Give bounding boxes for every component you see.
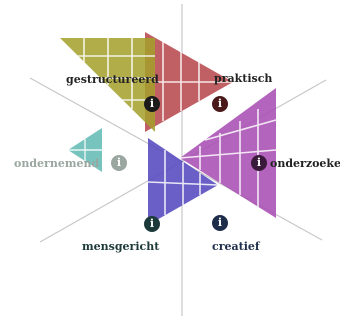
label-onderzoeken: onderzoeken [270, 157, 340, 170]
segment-gestructureerd [60, 38, 155, 132]
info-icon-praktisch[interactable]: i [212, 96, 228, 112]
segment-praktisch [145, 32, 233, 132]
label-praktisch: praktisch [214, 72, 273, 85]
segment-onderzoeken [179, 88, 277, 218]
segment-ondernemend [68, 128, 102, 172]
label-gestructureerd: gestructureerd [66, 73, 159, 86]
info-icon-creatief[interactable]: i [212, 215, 228, 231]
info-icon-mensgericht[interactable]: i [144, 216, 160, 232]
info-icon-gestructureerd[interactable]: i [144, 96, 160, 112]
axis-diagonal-up [39, 79, 327, 243]
segment-creatief [147, 138, 219, 225]
label-mensgericht: mensgericht [82, 240, 160, 253]
label-creatief: creatief [212, 240, 260, 253]
info-icon-ondernemend[interactable]: i [111, 155, 127, 171]
info-icon-onderzoeken[interactable]: i [251, 155, 267, 171]
label-ondernemend: ondernemend [14, 157, 100, 170]
